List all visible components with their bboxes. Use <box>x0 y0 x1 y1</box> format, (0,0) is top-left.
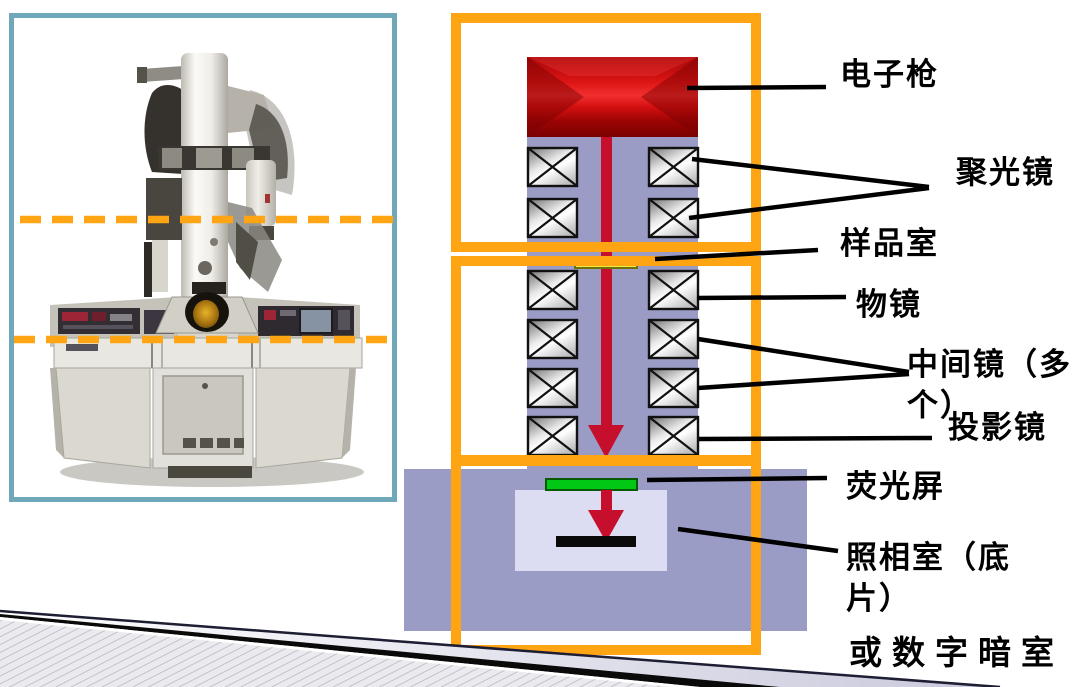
left-cabinet <box>55 367 151 469</box>
label-projector-lens: 投影镜 <box>948 410 1047 445</box>
label-camera-chamber: 照相室（底片） <box>846 540 1011 616</box>
panel-display-strip <box>110 314 132 321</box>
panel-red-button <box>264 310 276 320</box>
vent <box>200 438 213 448</box>
label-electron-gun: 电子枪 <box>840 57 939 92</box>
main-column <box>181 53 228 315</box>
leader-intermediate-2 <box>697 371 910 391</box>
chamber-top-bar <box>192 282 226 294</box>
column-outline-bottom <box>451 456 761 655</box>
panel-strip <box>280 310 296 316</box>
objective-lens-box-left <box>526 269 579 311</box>
panel-slots <box>338 310 350 330</box>
swoosh-white-line <box>0 617 700 687</box>
swoosh-black-stripe <box>0 614 780 687</box>
film-plate-shape <box>556 536 636 547</box>
left-dark-strut <box>144 242 152 297</box>
left-cylinder <box>152 240 168 292</box>
cabinet-side <box>50 368 64 458</box>
vent <box>234 438 244 448</box>
panel-red-strip <box>62 312 88 321</box>
corner-swoosh <box>0 609 1001 687</box>
condenser-lens-box-left <box>526 146 579 188</box>
leader-electron-gun <box>686 84 827 91</box>
leader-lines <box>646 84 933 554</box>
camera-chamber-box <box>515 490 667 571</box>
right-arm-dark <box>236 222 258 280</box>
side-cylinder-label <box>265 194 270 203</box>
vent <box>183 438 196 448</box>
gun-bevel-right <box>641 57 698 137</box>
clamp-segment <box>196 148 222 168</box>
label-sample-chamber: 样品室 <box>840 226 939 261</box>
label-fluorescent-screen: 荧光屏 <box>846 469 945 504</box>
projector-lens-box-left <box>526 415 579 457</box>
label-intermediate-lens: 中间镜（多个） <box>907 347 1072 423</box>
label-condenser-lens: 聚光镜 <box>956 155 1055 190</box>
vacuum-pipe <box>141 65 188 82</box>
leader-condenser-1 <box>691 156 930 190</box>
leader-objective <box>696 294 847 301</box>
right-cabinet <box>255 367 351 469</box>
microscope-console <box>50 282 363 478</box>
leader-condenser-2 <box>688 185 930 221</box>
column-outline-top <box>451 13 761 252</box>
pipe-end <box>137 67 147 83</box>
panel-red-strip <box>92 312 106 321</box>
column-port <box>198 261 212 275</box>
vent <box>217 438 230 448</box>
fluorescent-screen-shape <box>545 478 638 491</box>
panel-button-row <box>63 325 133 329</box>
nameplate <box>66 344 98 351</box>
electron-gun-shape <box>527 57 698 137</box>
left-unit <box>146 178 182 240</box>
leader-sample-chamber <box>654 247 819 262</box>
column-bolt <box>210 238 218 246</box>
beam-shaft <box>601 137 612 427</box>
viewing-chamber-glow <box>193 300 219 328</box>
cabinet-base <box>168 466 252 478</box>
intermediate-lens2-box-left <box>526 367 579 409</box>
beam2-shaft <box>601 490 612 512</box>
door-lock <box>202 383 208 389</box>
intermediate-lens-box-left <box>526 318 579 360</box>
tem-schematic <box>404 13 933 655</box>
gun-body <box>527 57 698 137</box>
microscope-upper-assembly <box>137 53 288 315</box>
projected-beam-arrow <box>588 490 624 542</box>
swoosh-top-line <box>0 609 1001 687</box>
condenser-lens2-box-left <box>526 197 579 239</box>
objective-lens-box-right <box>647 269 700 311</box>
cabinet-side <box>342 368 356 458</box>
leader-intermediate-1 <box>697 336 910 375</box>
leader-screen <box>646 475 828 483</box>
intermediate-lens2-box-right <box>647 367 700 409</box>
label-objective-lens: 物镜 <box>856 287 922 322</box>
electron-beam-arrow <box>588 137 624 458</box>
intermediate-lens-box-right <box>647 318 700 360</box>
condenser-lens-box-right <box>647 146 700 188</box>
beam2-arrowhead <box>588 510 624 542</box>
projector-lens-box-right <box>647 415 700 457</box>
tem-photo <box>9 13 398 502</box>
clamp-segment <box>162 148 182 168</box>
leader-projector <box>698 435 933 442</box>
label-digital-darkroom: 或数字暗室 <box>849 634 1064 671</box>
side-cylinder <box>246 160 276 226</box>
beam-arrowhead <box>588 425 624 458</box>
console-screen <box>299 308 333 334</box>
leader-camera <box>677 526 839 554</box>
swoosh-pinstripe-wedge <box>0 620 672 687</box>
gun-bevel-top <box>527 57 698 76</box>
gun-bevel-left <box>527 57 584 137</box>
